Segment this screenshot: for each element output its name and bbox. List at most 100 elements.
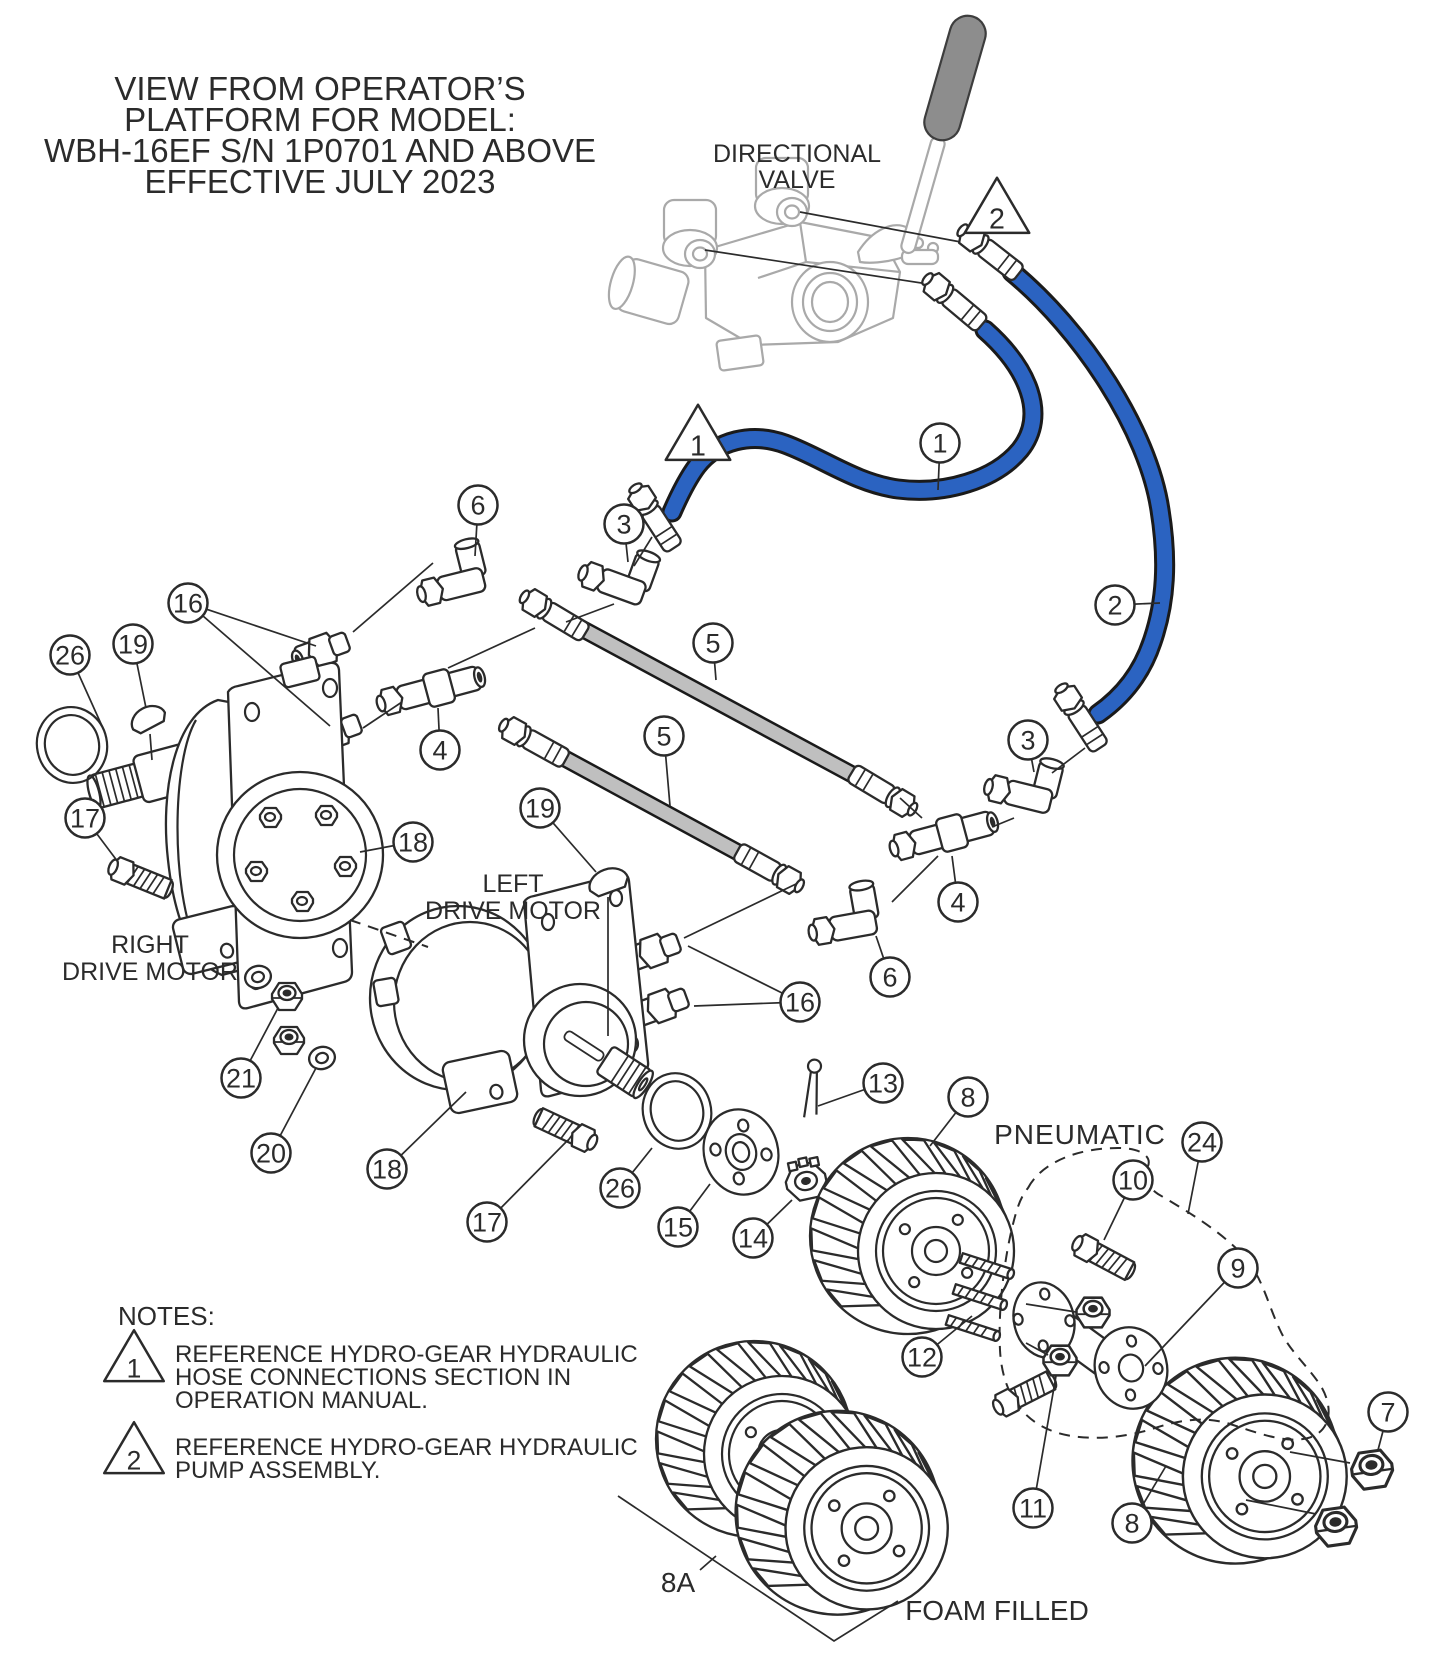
inner-hub-flange (1012, 1281, 1076, 1359)
hydraulic-hose-1 (661, 319, 1044, 523)
callout-20: 20 (250, 1067, 317, 1174)
motor-hardware (35, 704, 828, 1202)
o-ring-26 (35, 706, 109, 784)
hydraulic-hose-2 (1001, 261, 1176, 725)
foam-filled-bracket (617, 1495, 899, 1643)
note-2-line-2: PUMP ASSEMBLY. (175, 1457, 380, 1484)
svg-text:7: 7 (1380, 1398, 1395, 1428)
svg-text:24: 24 (1187, 1128, 1217, 1158)
callout-10: 10 (1103, 1159, 1154, 1241)
callout-16: 16 (167, 582, 331, 727)
text-labels: VIEW FROM OPERATOR’S PLATFORM FOR MODEL:… (44, 70, 1166, 1626)
callout-13: 13 (817, 1062, 904, 1107)
notes-heading: NOTES: (118, 1301, 215, 1331)
callouts: 1233445566788910111213141516161717181819… (49, 422, 1409, 1544)
callout-3: 3 (1007, 719, 1049, 773)
svg-text:1: 1 (127, 1353, 142, 1383)
svg-text:19: 19 (118, 630, 148, 660)
elbow-fitting-6 (800, 877, 884, 948)
svg-text:16: 16 (173, 589, 203, 619)
directional-valve-label: VALVE (759, 166, 836, 194)
svg-text:15: 15 (663, 1213, 693, 1243)
pneumatic-label: PNEUMATIC (994, 1119, 1166, 1150)
callout-2: 2 (1094, 584, 1161, 626)
hose-end-fitting (844, 761, 923, 823)
svg-text:5: 5 (705, 629, 720, 659)
svg-text:6: 6 (882, 963, 897, 993)
callout-11: 11 (1012, 1375, 1057, 1529)
callout-1: 1 (919, 422, 961, 491)
wheels (654, 1136, 1348, 1616)
callout-19: 19 (519, 787, 597, 873)
key-19 (130, 704, 167, 735)
callout-19: 19 (112, 623, 154, 709)
bolt-17 (103, 853, 178, 904)
callout-6: 6 (869, 935, 911, 998)
svg-text:1: 1 (690, 431, 706, 463)
assembly-lines (149, 536, 1086, 1036)
hub-flange-15 (702, 1108, 780, 1196)
outer-hub-flange-9 (1093, 1326, 1169, 1410)
note-2-line-1: REFERENCE HYDRO-GEAR HYDRAULIC (175, 1434, 638, 1461)
callout-18: 18 (359, 821, 434, 863)
callout-4: 4 (419, 707, 461, 771)
svg-text:4: 4 (950, 888, 965, 918)
cotter-pin-13 (803, 1058, 823, 1118)
callout-16: 16 (687, 945, 821, 1023)
svg-text:20: 20 (256, 1139, 286, 1169)
svg-text:3: 3 (616, 510, 631, 540)
tee-fitting-4 (371, 658, 490, 723)
svg-text:12: 12 (907, 1343, 937, 1373)
svg-text:16: 16 (785, 988, 815, 1018)
key-19 (588, 867, 629, 898)
washer-20 (305, 1042, 339, 1074)
lock-nut-11 (1075, 1296, 1111, 1329)
callout-15: 15 (657, 1183, 711, 1248)
callout-12: 12 (901, 1315, 973, 1378)
callout-9: 9 (1144, 1247, 1259, 1367)
bolt-10 (1067, 1229, 1140, 1285)
wheel (734, 1409, 949, 1616)
svg-text:26: 26 (55, 641, 85, 671)
title-line-1: VIEW FROM OPERATOR’S (114, 70, 525, 107)
svg-text:13: 13 (868, 1069, 898, 1099)
right-drive-motor-label: RIGHT (111, 931, 189, 959)
hydraulic-hose-5b (544, 743, 761, 869)
callout-26: 26 (49, 634, 103, 727)
flag-2: 2 (963, 176, 1031, 236)
callout-4: 4 (937, 855, 979, 923)
directional-valve (607, 14, 994, 372)
bolt-17 (528, 1103, 603, 1156)
flag-1: 1 (664, 403, 732, 463)
svg-text:11: 11 (1019, 1494, 1047, 1524)
svg-text:1: 1 (932, 429, 947, 459)
lock-nut-11 (1042, 1344, 1078, 1377)
hose-end-fitting (493, 711, 573, 772)
callout-17: 17 (466, 1139, 569, 1243)
callout-21: 21 (220, 1007, 279, 1099)
callout-24: 24 (1181, 1121, 1223, 1215)
pneumatic-option-outline (998, 1146, 1330, 1441)
valve-handle-grip (923, 14, 987, 142)
svg-text:4: 4 (432, 736, 447, 766)
note-1-line-1: REFERENCE HYDRO-GEAR HYDRAULIC (175, 1341, 638, 1368)
callout-5: 5 (692, 622, 734, 681)
svg-text:2: 2 (127, 1445, 142, 1475)
right-drive-motor (86, 655, 385, 1010)
axle-hub-assembly (944, 1146, 1397, 1550)
callout-18: 18 (366, 1091, 467, 1190)
svg-text:17: 17 (472, 1208, 502, 1238)
callout-8: 8 (929, 1076, 989, 1147)
callout-26: 26 (599, 1147, 653, 1209)
directional-valve-label: DIRECTIONAL (713, 140, 881, 168)
left-drive-motor (368, 872, 654, 1115)
note-1-line-3: OPERATION MANUAL. (175, 1387, 428, 1414)
elbow-fitting-6 (406, 535, 492, 609)
svg-text:9: 9 (1230, 1254, 1245, 1284)
wheel-set-8a-label: 8A (661, 1567, 696, 1598)
hose-end-fitting (514, 583, 593, 645)
callout-7: 7 (1367, 1391, 1409, 1451)
hose-end-fitting (730, 839, 810, 900)
